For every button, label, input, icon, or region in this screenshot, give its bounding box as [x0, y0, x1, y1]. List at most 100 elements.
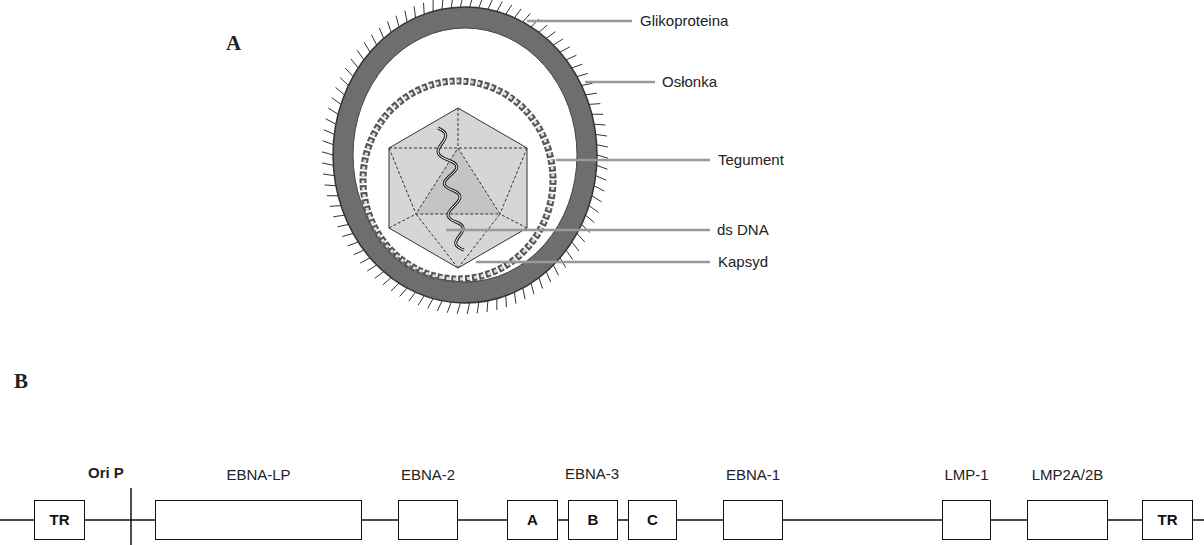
glycoprotein-spike: [470, 0, 473, 7]
glycoprotein-spike: [357, 50, 364, 59]
part-label: ds DNA: [717, 221, 769, 239]
genome-line-end: [0, 519, 34, 521]
glycoprotein-spike: [597, 155, 608, 158]
ds-dna-strand-inner: [438, 128, 464, 250]
glycoprotein-spike: [553, 265, 558, 275]
glycoprotein-spike: [477, 302, 479, 313]
box-label: B: [588, 511, 599, 529]
glycoprotein-spike: [423, 3, 425, 14]
gene-box: LMP-1: [942, 500, 991, 540]
genome-line: [677, 519, 723, 521]
gene-label: EBNA-LP: [226, 466, 290, 484]
glycoprotein-spike: [330, 205, 341, 207]
ds-dna-strand: [438, 128, 464, 250]
glycoprotein-spike: [592, 114, 603, 115]
capsid-edges: [389, 108, 527, 268]
part-letter: B: [14, 372, 28, 390]
glycoprotein-spike: [467, 303, 469, 314]
ori-p-marker: [130, 488, 132, 545]
part-label: Glikoproteina: [640, 12, 728, 30]
glycoprotein-spike: [496, 299, 497, 310]
glycoprotein-spike: [348, 242, 359, 246]
box-label: TR: [1158, 511, 1178, 529]
glycoprotein-spike: [405, 11, 407, 22]
genome-line-end: [1192, 519, 1204, 521]
glycoprotein-spike: [523, 288, 525, 299]
box-label: TR: [50, 511, 70, 529]
repeat-box: TR: [34, 500, 85, 540]
glycoprotein-spike: [379, 28, 384, 39]
glycoprotein-spike: [592, 196, 602, 202]
glycoprotein-spike: [371, 35, 376, 45]
glycoprotein-spike: [596, 176, 606, 181]
leader-line: [527, 20, 632, 23]
glycoprotein-spike: [572, 64, 583, 68]
gene-label: EBNA-2: [401, 466, 455, 484]
glycoprotein-spike: [387, 21, 391, 32]
tegument-beads: [363, 81, 553, 279]
genome-line: [85, 519, 155, 521]
glycoprotein-spike: [572, 242, 579, 251]
glycoprotein-spike: [383, 278, 392, 285]
glycoprotein-spike: [589, 103, 600, 105]
gene-label: EBNA-1: [726, 466, 780, 484]
genome-line: [618, 519, 628, 521]
gene-box: EBNA-2: [398, 500, 458, 540]
repeat-box: TR: [1142, 500, 1193, 540]
repeat-box: C: [628, 500, 677, 540]
glycoprotein-spike: [327, 195, 338, 196]
genome-line: [558, 519, 568, 521]
capsid-outline: [389, 108, 527, 268]
leader-line: [476, 261, 710, 264]
repeat-box: A: [507, 500, 558, 540]
glycoprotein-spike: [539, 278, 543, 289]
glycoprotein-spike: [396, 16, 399, 27]
glycoprotein-spike: [360, 258, 370, 263]
glycoprotein-spike: [586, 215, 595, 222]
gene-box: EBNA-1: [723, 500, 783, 540]
leader-line: [585, 81, 655, 84]
glycoprotein-spike: [594, 186, 604, 191]
glycoprotein-spike: [323, 141, 334, 145]
glycoprotein-spike: [428, 299, 433, 309]
glycoprotein-spike: [531, 283, 534, 294]
genome-map-lines: [0, 488, 1204, 545]
genome-line: [1108, 519, 1142, 521]
box-label: A: [527, 511, 538, 529]
glycoprotein-spike: [505, 296, 507, 307]
glycoprotein-spike: [514, 292, 515, 303]
part-letter: A: [226, 34, 241, 52]
gene-box: LMP2A/2B: [1027, 500, 1108, 540]
glycoprotein-spike: [322, 163, 333, 165]
glycoprotein-spike: [409, 292, 416, 301]
glycoprotein-spike: [337, 224, 348, 226]
glycoprotein-spike: [375, 272, 384, 279]
box-label: C: [647, 511, 658, 529]
envelope: [333, 7, 597, 303]
gene-label: EBNA-3: [565, 465, 619, 483]
glycoprotein-spike: [325, 184, 336, 186]
leader-lines: [446, 21, 710, 262]
capsid-face: [416, 148, 500, 214]
glycoprotein-spike: [596, 134, 607, 136]
glycoprotein-spike: [577, 73, 588, 76]
glycoprotein-spike: [322, 152, 333, 155]
gene-label: LMP-1: [944, 466, 988, 484]
glycoprotein-spike: [442, 0, 444, 9]
glycoprotein-spike: [447, 302, 451, 313]
glycoprotein-spike: [589, 206, 598, 213]
repeat-box: B: [568, 500, 618, 540]
glycoprotein-spike: [514, 9, 521, 18]
capsid: [389, 108, 527, 268]
glycoprotein-spike: [546, 272, 551, 283]
leader-line: [446, 229, 710, 232]
glycoprotein-spike: [594, 124, 605, 126]
glycoprotein-spike: [364, 42, 370, 52]
glycoprotein-spike: [497, 2, 502, 12]
glycoprotein-spike: [546, 32, 555, 39]
glycoprotein-spike: [597, 145, 608, 147]
gene-box: EBNA-LP: [155, 500, 362, 540]
glycoprotein-spike: [336, 87, 345, 94]
genome-line: [362, 519, 398, 521]
